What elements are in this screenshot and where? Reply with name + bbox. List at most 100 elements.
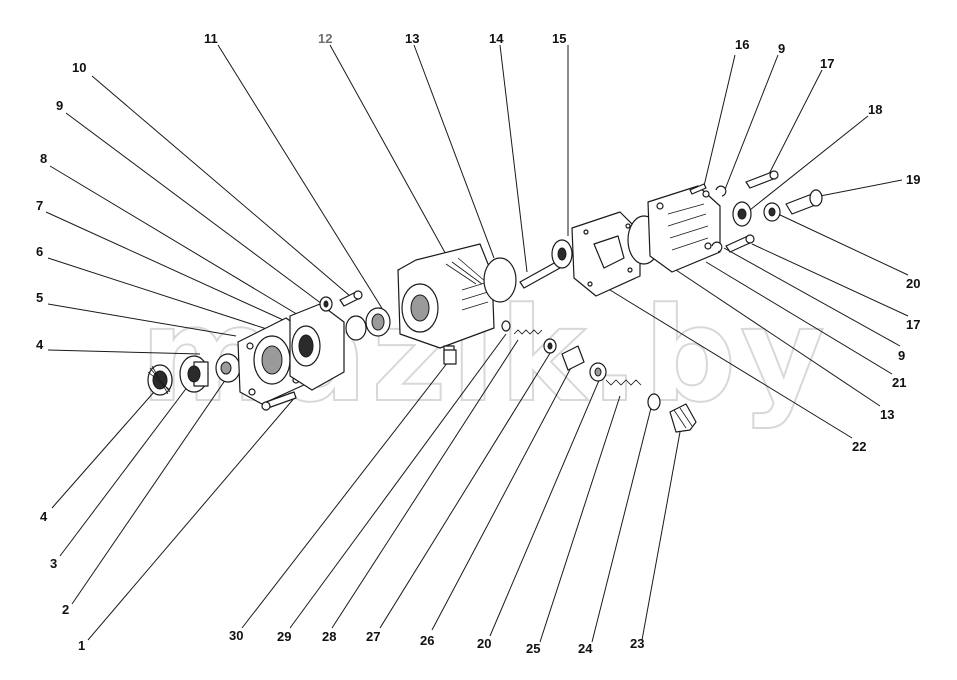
part-bolt-19 xyxy=(785,189,823,215)
leader-14 xyxy=(499,44,528,273)
callout-17: 17 xyxy=(820,56,834,71)
callout-3: 3 xyxy=(50,556,57,571)
callout-2: 2 xyxy=(62,602,69,617)
part-valve-26 xyxy=(561,345,585,371)
callout-13: 13 xyxy=(405,31,419,46)
callout-25: 25 xyxy=(526,641,540,656)
callout-5: 5 xyxy=(36,290,43,305)
part-screw-17a xyxy=(745,170,779,189)
part-spring-25 xyxy=(605,379,642,386)
callout-20: 20 xyxy=(477,636,491,651)
leader-16 xyxy=(703,54,736,187)
part-washer-27 xyxy=(543,338,557,354)
callout-28: 28 xyxy=(322,629,336,644)
callout-26: 26 xyxy=(420,633,434,648)
leader-1 xyxy=(87,395,297,641)
leader-26 xyxy=(431,361,575,631)
callout-13: 13 xyxy=(880,407,894,422)
callout-6: 6 xyxy=(36,244,43,259)
callout-29: 29 xyxy=(277,629,291,644)
leader-17a xyxy=(767,69,823,177)
part-pin-16 xyxy=(689,183,707,195)
leader-9b xyxy=(65,112,323,305)
part-gear-hub xyxy=(147,364,173,396)
callout-11: 11 xyxy=(204,31,218,46)
part-clip-9c xyxy=(711,241,723,253)
callout-24: 24 xyxy=(578,641,593,656)
callout-7: 7 xyxy=(36,198,43,213)
part-pump-gear xyxy=(551,239,573,269)
part-spring-28 xyxy=(513,329,543,335)
callout-4: 4 xyxy=(40,509,48,524)
callout-15: 15 xyxy=(552,31,566,46)
part-o-ring-left xyxy=(483,257,517,303)
leader-7 xyxy=(45,211,293,325)
part-clip-9a xyxy=(715,185,727,197)
leader-9c xyxy=(723,247,901,347)
part-screw-10 xyxy=(339,290,363,307)
leader-9a xyxy=(723,54,779,193)
leader-12 xyxy=(329,44,449,259)
part-flange-hub xyxy=(215,353,241,383)
leader-25 xyxy=(539,395,621,643)
callout-18: 18 xyxy=(868,102,882,117)
callout-23: 23 xyxy=(630,636,644,651)
part-cover-plate xyxy=(571,211,641,297)
part-cap-nut-23 xyxy=(669,403,697,433)
leader-20b xyxy=(489,377,601,637)
leader-6 xyxy=(47,257,277,333)
part-bearing xyxy=(365,307,391,337)
callout-labels: 11 12 13 14 15 16 9 17 18 19 10 9 8 7 6 … xyxy=(36,31,920,656)
callout-8: 8 xyxy=(40,151,47,166)
leader-28 xyxy=(331,339,519,629)
leader-23 xyxy=(641,431,681,641)
leader-10 xyxy=(91,75,351,297)
part-flange-plate xyxy=(237,317,307,405)
leader-24 xyxy=(591,403,653,643)
callout-4: 4 xyxy=(36,337,44,352)
leader-29 xyxy=(289,333,507,629)
callout-1: 1 xyxy=(78,638,85,653)
part-washer-29 xyxy=(501,320,511,332)
callout-20: 20 xyxy=(906,276,920,291)
callout-9: 9 xyxy=(898,348,905,363)
leader-11 xyxy=(217,44,389,319)
leader-22 xyxy=(609,289,853,439)
part-washer-20b xyxy=(589,362,607,382)
callout-10: 10 xyxy=(72,60,86,75)
parts xyxy=(147,170,823,433)
callout-9: 9 xyxy=(778,41,785,56)
leader-5 xyxy=(47,303,237,337)
callout-17: 17 xyxy=(906,317,920,332)
part-snap-ring xyxy=(345,315,367,341)
callout-14: 14 xyxy=(489,31,504,46)
part-small-gear xyxy=(732,201,752,227)
leader-18 xyxy=(749,115,869,211)
callout-27: 27 xyxy=(366,629,380,644)
leader-17b xyxy=(751,243,909,317)
leader-19 xyxy=(809,179,903,199)
part-screw-17b xyxy=(725,234,755,253)
leader-20a xyxy=(777,213,909,276)
leader-21 xyxy=(705,261,893,375)
leader-13a xyxy=(413,44,495,259)
part-pump-body xyxy=(397,243,495,361)
leader-2 xyxy=(71,375,229,605)
callout-16: 16 xyxy=(735,37,749,52)
part-washer-8 xyxy=(319,296,333,312)
callout-9: 9 xyxy=(56,98,63,113)
callout-19: 19 xyxy=(906,172,920,187)
part-adapter-housing xyxy=(289,303,345,391)
leader-4b xyxy=(51,391,155,509)
callout-21: 21 xyxy=(892,375,906,390)
part-ring-24 xyxy=(647,393,661,411)
leader-4a xyxy=(47,349,201,355)
leader-27 xyxy=(379,349,553,629)
leader-lines xyxy=(45,44,909,643)
leader-30 xyxy=(241,361,449,629)
part-fitting-30 xyxy=(443,349,457,365)
leader-8 xyxy=(49,165,301,317)
leader-13b xyxy=(663,261,881,407)
